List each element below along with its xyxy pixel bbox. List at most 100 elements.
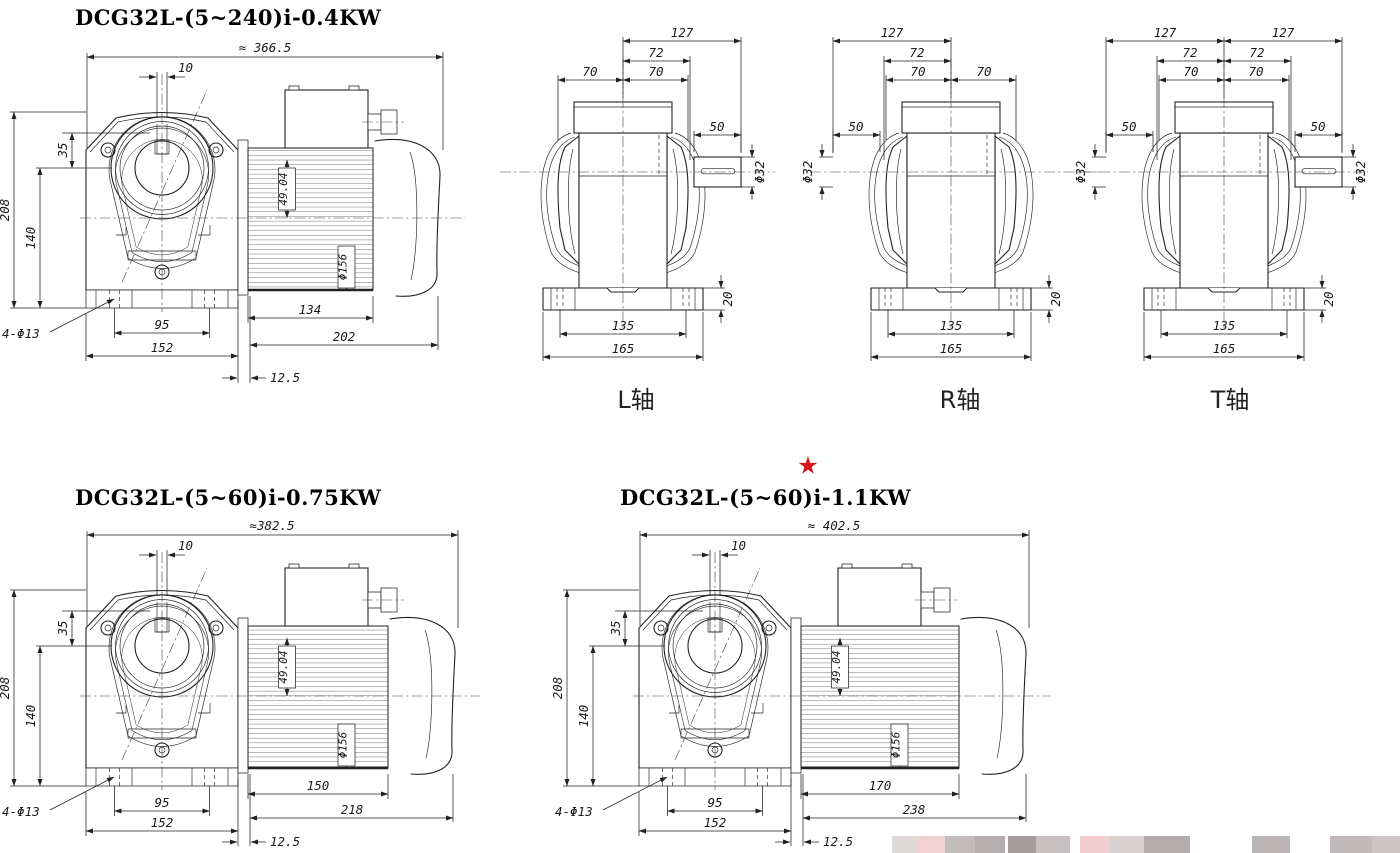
dim-135: 135: [1213, 318, 1236, 333]
terminal-box: [284, 89, 369, 149]
motor-flange: [237, 139, 249, 296]
dim-keyway: 10: [178, 60, 193, 75]
dim-50: 50: [709, 119, 724, 134]
dimension-lines: [819, 37, 1053, 361]
dim-165: 165: [940, 341, 963, 356]
view-label: R轴: [940, 386, 981, 414]
dim-70-right: 70: [976, 64, 991, 79]
dim-70-right: 70: [1248, 64, 1263, 79]
dim-center-height: 140: [576, 705, 591, 728]
dim-72: 72: [909, 45, 924, 60]
dim-165: 165: [612, 341, 635, 356]
dim-keyway: 10: [178, 538, 193, 553]
dim-shaft-dia-right: Φ32: [1353, 161, 1368, 184]
watermark-block: [1252, 836, 1290, 853]
dim-70-left: 70: [1183, 64, 1198, 79]
dimension-text: ≈382.5 10 208 140 35 4-Φ13 95 152 150 21…: [0, 518, 363, 849]
view-l-axis: 127 72 70 70 50 Φ32 135 165 20 L轴: [500, 25, 775, 414]
dim-70-left: 70: [910, 64, 925, 79]
dim-overall-length: ≈382.5: [249, 518, 294, 533]
dim-foot-width: 152: [704, 815, 727, 830]
dim-offset: 35: [55, 142, 70, 158]
terminal-box: [284, 567, 369, 627]
dimension-lines: [542, 37, 755, 361]
dim-foot-holes: 4-Φ13: [555, 804, 593, 819]
watermark-block: [917, 836, 945, 853]
watermark-block: [1330, 836, 1372, 853]
motor-flange: [790, 617, 802, 774]
view-label: L轴: [617, 386, 654, 414]
dim-165: 165: [1213, 341, 1236, 356]
drawing-04kw: DCG32L-(5~240)i-0.4KW ≈ 36: [0, 5, 465, 385]
dim-shaft-dia: Φ32: [752, 161, 767, 184]
watermark-block: [892, 836, 917, 853]
dim-127: 127: [881, 25, 904, 40]
dim-70-right: 70: [648, 64, 663, 79]
star-marker: ★: [798, 443, 818, 483]
dim-motor-dia: Φ156: [337, 731, 350, 758]
dim-motor-dia: Φ156: [890, 731, 903, 758]
fan-cover: [960, 617, 1027, 775]
dim-motor-body: 134: [299, 302, 322, 317]
dim-hole-span: 95: [154, 795, 169, 810]
motor-fins: [800, 625, 960, 769]
dim-flange-gap: 12.5: [823, 834, 853, 849]
drawing-title: DCG32L-(5~60)i-1.1KW: [620, 485, 911, 510]
dim-foot-width: 152: [151, 815, 174, 830]
dim-50: 50: [848, 119, 863, 134]
dim-72-right: 72: [1249, 45, 1264, 60]
dim-127-left: 127: [1154, 25, 1177, 40]
dim-20: 20: [720, 291, 735, 306]
dim-height: 208: [0, 199, 12, 222]
dim-height: 208: [0, 677, 12, 700]
fan-cover: [374, 139, 441, 297]
dim-foot-holes: 4-Φ13: [2, 326, 40, 341]
watermark-strip: [892, 836, 1400, 853]
dimension-lines: [563, 530, 1030, 846]
view-label: T轴: [1210, 386, 1250, 414]
dim-shaft-dia-left: Φ32: [1073, 161, 1088, 184]
dim-20: 20: [1048, 291, 1063, 306]
watermark-block: [1372, 836, 1400, 853]
drawing-title: DCG32L-(5~60)i-0.75KW: [75, 485, 381, 510]
dim-motor-length: 238: [903, 802, 926, 817]
dim-hole-span: 95: [154, 317, 169, 332]
motor-flange: [237, 617, 249, 774]
dim-50-right: 50: [1310, 119, 1325, 134]
watermark-block: [1036, 836, 1070, 853]
dim-boxed: 49.04: [277, 172, 290, 205]
watermark-block: [1144, 836, 1190, 853]
dim-50-left: 50: [1121, 119, 1136, 134]
dim-height: 208: [550, 677, 565, 700]
dim-shaft-dia: Φ32: [800, 161, 815, 184]
dim-foot-width: 152: [151, 340, 174, 355]
watermark-block: [1110, 836, 1144, 853]
dim-center-height: 140: [23, 227, 38, 250]
dimension-lines: [1092, 37, 1356, 361]
dim-center-height: 140: [23, 705, 38, 728]
dimension-lines: [10, 52, 444, 383]
watermark-block: [1008, 836, 1036, 853]
dim-127: 127: [671, 25, 694, 40]
dim-70-left: 70: [582, 64, 597, 79]
dim-127-right: 127: [1272, 25, 1295, 40]
dim-motor-body: 150: [307, 778, 330, 793]
view-t-axis: 127 127 72 72 70 70 50 50 Φ32 Φ32 135 16…: [1073, 25, 1368, 414]
dim-keyway: 10: [731, 538, 746, 553]
watermark-block: [945, 836, 975, 853]
dimension-text: 127 72 70 70 50 Φ32 135 165 20 L轴: [582, 25, 767, 414]
dimension-text: ≈ 402.5 10 208 140 35 4-Φ13 95 152 170 2…: [550, 518, 925, 849]
dim-offset: 35: [608, 620, 623, 636]
motor-fins: [247, 625, 389, 769]
dim-boxed: 49.04: [830, 650, 843, 683]
dim-flange-gap: 12.5: [270, 834, 300, 849]
dim-72-left: 72: [1182, 45, 1197, 60]
dimension-text: 127 72 70 70 50 Φ32 135 165 20 R轴: [800, 25, 1063, 414]
dim-motor-length: 202: [333, 329, 356, 344]
dim-overall-length: ≈ 402.5: [808, 518, 861, 533]
dim-offset: 35: [55, 620, 70, 636]
view-r-axis: 127 72 70 70 50 Φ32 135 165 20 R轴: [800, 25, 1100, 414]
drawing-title: DCG32L-(5~240)i-0.4KW: [75, 5, 381, 30]
dimension-text: ≈ 366.5 10 208 140 35 4-Φ13 95 152 134 2…: [0, 40, 355, 385]
